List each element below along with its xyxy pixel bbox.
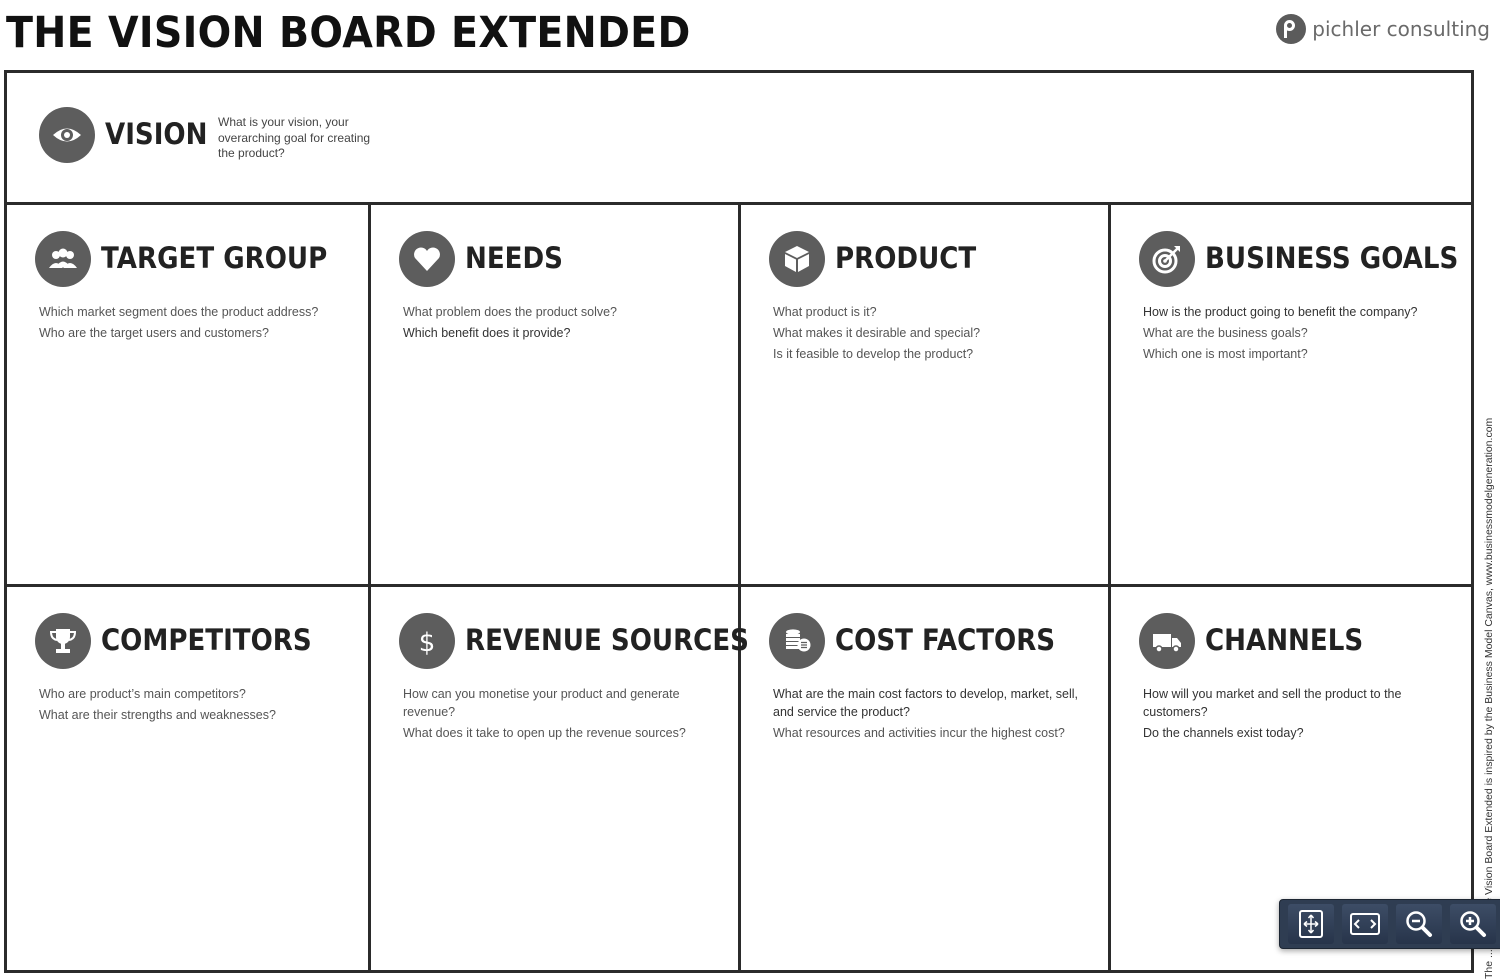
section-title: TARGET GROUP [101,241,328,275]
question: Which market segment does the product ad… [39,305,319,319]
fit-width-button[interactable] [1342,904,1388,944]
trophy-icon [35,613,91,669]
brand-name: pichler consulting [1312,17,1490,41]
vision-title: VISION [105,117,208,151]
svg-text:$: $ [419,628,436,658]
business-goals-section: BUSINESS GOALS How is the product going … [1111,205,1471,587]
question: What are the main cost factors to develo… [773,687,1078,719]
question-list: How can you monetise your product and ge… [403,685,720,745]
dollar-icon: $ [399,613,455,669]
question: Who are product’s main competitors? [39,687,246,701]
zoom-in-icon [1460,911,1486,937]
section-title: COST FACTORS [835,623,1056,657]
question: Which benefit does it provide? [403,326,571,340]
question: Do the channels exist today? [1143,726,1304,740]
section-title: REVENUE SOURCES [465,623,749,657]
fit-page-icon [1299,910,1323,938]
question: What are the business goals? [1143,326,1308,340]
question-list: What problem does the product solve? Whi… [403,303,720,345]
zoom-out-icon [1406,911,1432,937]
needs-section: NEEDS What problem does the product solv… [371,205,741,587]
pichler-p-logo-icon [1276,14,1307,44]
zoom-out-button[interactable] [1396,904,1442,944]
revenue-sources-section: $ REVENUE SOURCES How can you monetise y… [371,587,749,970]
users-icon [35,231,91,287]
box-icon [769,231,825,287]
fit-page-button[interactable] [1288,904,1334,944]
vision-question: What is your vision, your overarching go… [218,115,371,160]
eye-icon [39,107,95,163]
vision-section: VISION What is your vision, your overarc… [7,73,1471,205]
question: Which one is most important? [1143,347,1308,361]
question: Is it feasible to develop the product? [773,347,974,361]
question-list: Which market segment does the product ad… [39,303,350,345]
question-list: How is the product going to benefit the … [1143,303,1453,366]
truck-icon [1139,613,1195,669]
target-icon [1139,231,1195,287]
fit-width-icon [1350,913,1380,935]
question: What problem does the product solve? [403,305,618,319]
target-group-section: TARGET GROUP Which market segment does t… [7,205,371,587]
product-section: PRODUCT What product is it? What makes i… [741,205,1111,587]
section-title: CHANNELS [1205,623,1364,657]
zoom-in-button[interactable] [1450,904,1496,944]
cost-factors-section: COST FACTORS What are the main cost fact… [741,587,1111,970]
question: What does it take to open up the revenue… [403,726,686,740]
question-list: What product is it? What makes it desira… [773,303,1090,366]
question: What makes it desirable and special? [773,326,981,340]
viewer-toolbar [1279,899,1500,949]
question: What are their strengths and weaknesses? [39,708,276,722]
question-list: What are the main cost factors to develo… [773,685,1090,745]
coins-icon [769,613,825,669]
question: How will you market and sell the product… [1143,687,1402,719]
question: What resources and activities incur the … [773,726,1065,740]
question-list: Who are product’s main competitors? What… [39,685,350,727]
section-title: BUSINESS GOALS [1205,241,1459,275]
question-list: How will you market and sell the product… [1143,685,1453,745]
question: How is the product going to benefit the … [1143,305,1418,319]
page-title: THE VISION BOARD EXTENDED [6,8,691,58]
attribution-note: The ...ction of the Vision Board Extende… [1483,417,1495,979]
question: How can you monetise your product and ge… [403,687,680,719]
section-title: NEEDS [465,241,563,275]
brand: pichler consulting [1276,14,1490,44]
question: Who are the target users and customers? [39,326,269,340]
heart-icon [399,231,455,287]
competitors-section: COMPETITORS Who are product’s main compe… [7,587,371,970]
channels-section: CHANNELS How will you market and sell th… [1111,587,1471,970]
vision-board: VISION What is your vision, your overarc… [4,70,1474,973]
section-title: PRODUCT [835,241,977,275]
question: What product is it? [773,305,877,319]
section-title: COMPETITORS [101,623,312,657]
